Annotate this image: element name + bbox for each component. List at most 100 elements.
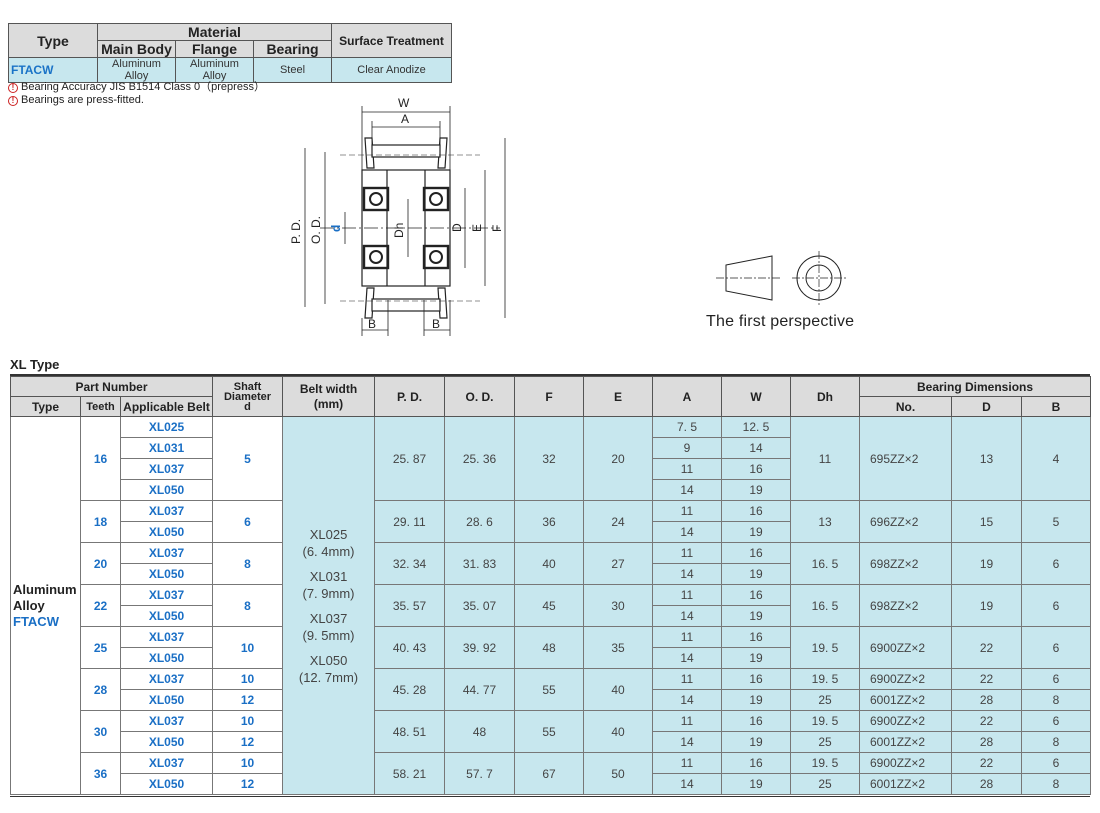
e-header: E <box>583 376 653 417</box>
w-cell: 19 <box>721 773 791 795</box>
f-cell: 40 <box>514 542 584 585</box>
bearing-value: Steel <box>253 57 332 83</box>
shaft-header-line3: d <box>244 400 251 413</box>
teeth-cell: 25 <box>80 626 121 669</box>
bearing-no-cell: 6900ZZ×2 <box>859 626 952 669</box>
w-cell: 16 <box>721 458 791 480</box>
table-bottom-rule <box>10 796 1090 797</box>
warning-icon: ! <box>8 82 18 93</box>
f-cell: 55 <box>514 710 584 753</box>
bearing-D-cell: 22 <box>951 668 1022 690</box>
od-cell: 39. 92 <box>444 626 515 669</box>
bearing-no-cell: 698ZZ×2 <box>859 542 952 585</box>
w-cell: 19 <box>721 731 791 753</box>
a-cell: 11 <box>652 710 722 732</box>
dim-a: A <box>401 112 409 126</box>
bearing-header: Bearing <box>253 40 332 58</box>
od-header: O. D. <box>444 376 515 417</box>
f-cell: 55 <box>514 668 584 711</box>
shaft-cell: 10 <box>212 710 283 732</box>
e-cell: 30 <box>583 584 653 627</box>
bearing-B-cell: 6 <box>1020 584 1092 627</box>
belt-width-line: XL037 <box>309 610 348 626</box>
bearing-B-cell: 8 <box>1020 689 1092 711</box>
bearing-D-cell: 13 <box>951 416 1022 501</box>
belt-cell: XL037 <box>120 626 213 648</box>
bearing-no-cell: 695ZZ×2 <box>859 416 952 501</box>
od-cell: 25. 36 <box>444 416 515 501</box>
bearing-B-cell: 5 <box>1020 500 1092 543</box>
f-cell: 45 <box>514 584 584 627</box>
pd-cell: 45. 28 <box>374 668 445 711</box>
a-cell: 14 <box>652 479 722 501</box>
bearing-D-cell: 28 <box>951 689 1022 711</box>
dim-f: F <box>490 225 504 232</box>
dim-e: E <box>470 224 484 232</box>
bearing-no-cell: 6001ZZ×2 <box>859 731 952 753</box>
bearing-D-cell: 28 <box>951 773 1022 795</box>
projection-label: The first perspective <box>706 313 855 330</box>
note-text: Bearing Accuracy JIS B1514 Class 0（prepr… <box>21 81 265 93</box>
e-cell: 24 <box>583 500 653 543</box>
shaft-cell: 12 <box>212 731 283 753</box>
first-angle-projection-icon <box>716 251 846 305</box>
belt-width-line: XL050 <box>309 652 348 668</box>
belt-cell: XL037 <box>120 710 213 732</box>
surface-value: Clear Anodize <box>331 57 452 83</box>
type-line2: Alloy <box>13 597 45 613</box>
shaft-cell: 5 <box>212 416 283 501</box>
bearing-D-cell: 22 <box>951 752 1022 774</box>
dh-cell: 13 <box>790 500 860 543</box>
e-cell: 20 <box>583 416 653 501</box>
belt-cell: XL031 <box>120 437 213 459</box>
w-cell: 19 <box>721 479 791 501</box>
note-text: Bearings are press-fitted. <box>21 94 144 106</box>
belt-cell: XL050 <box>120 647 213 669</box>
xl-type-title: XL Type <box>10 357 60 372</box>
pulley-drawing: W A P. D. O. D. d Dh D E F B B <box>289 96 506 336</box>
pd-cell: 35. 57 <box>374 584 445 627</box>
bearing-dimensions-header: Bearing Dimensions <box>858 376 1092 397</box>
material-table: Type Material Surface Treatment Main Bod… <box>8 23 452 83</box>
pd-header: P. D. <box>374 376 445 417</box>
belt-width-line: XL025 <box>309 526 348 542</box>
w-cell: 12. 5 <box>721 416 791 438</box>
belt-cell: XL037 <box>120 458 213 480</box>
f-cell: 48 <box>514 626 584 669</box>
flange-header: Flange <box>175 40 254 58</box>
bearing-no-cell: 6001ZZ×2 <box>859 689 952 711</box>
belt-cell: XL050 <box>120 689 213 711</box>
dh-cell: 19. 5 <box>790 626 860 669</box>
dim-b-right: B <box>432 317 440 331</box>
shaft-cell: 10 <box>212 668 283 690</box>
belt-width-line1: Belt width <box>299 381 358 396</box>
a-cell: 14 <box>652 773 722 795</box>
dh-cell: 19. 5 <box>790 710 860 732</box>
material-header: Material <box>97 23 332 41</box>
a-cell: 11 <box>652 668 722 690</box>
a-cell: 11 <box>652 626 722 648</box>
bearing-D-header: D <box>951 396 1022 417</box>
pd-cell: 25. 87 <box>374 416 445 501</box>
shaft-cell: 6 <box>212 500 283 543</box>
dh-cell: 25 <box>790 731 860 753</box>
dim-pd: P. D. <box>289 219 303 244</box>
type-line1: Aluminum <box>13 581 77 597</box>
dim-d: d <box>329 225 343 232</box>
type-col-header: Type <box>10 396 81 417</box>
a-cell: 7. 5 <box>652 416 722 438</box>
belt-width-cell: XL025(6. 4mm)XL031(7. 9mm)XL037(9. 5mm)X… <box>282 416 375 795</box>
dim-D: D <box>450 223 464 232</box>
dim-dh: Dh <box>392 223 406 238</box>
belt-cell: XL025 <box>120 416 213 438</box>
e-cell: 40 <box>583 710 653 753</box>
bearing-no-cell: 696ZZ×2 <box>859 500 952 543</box>
